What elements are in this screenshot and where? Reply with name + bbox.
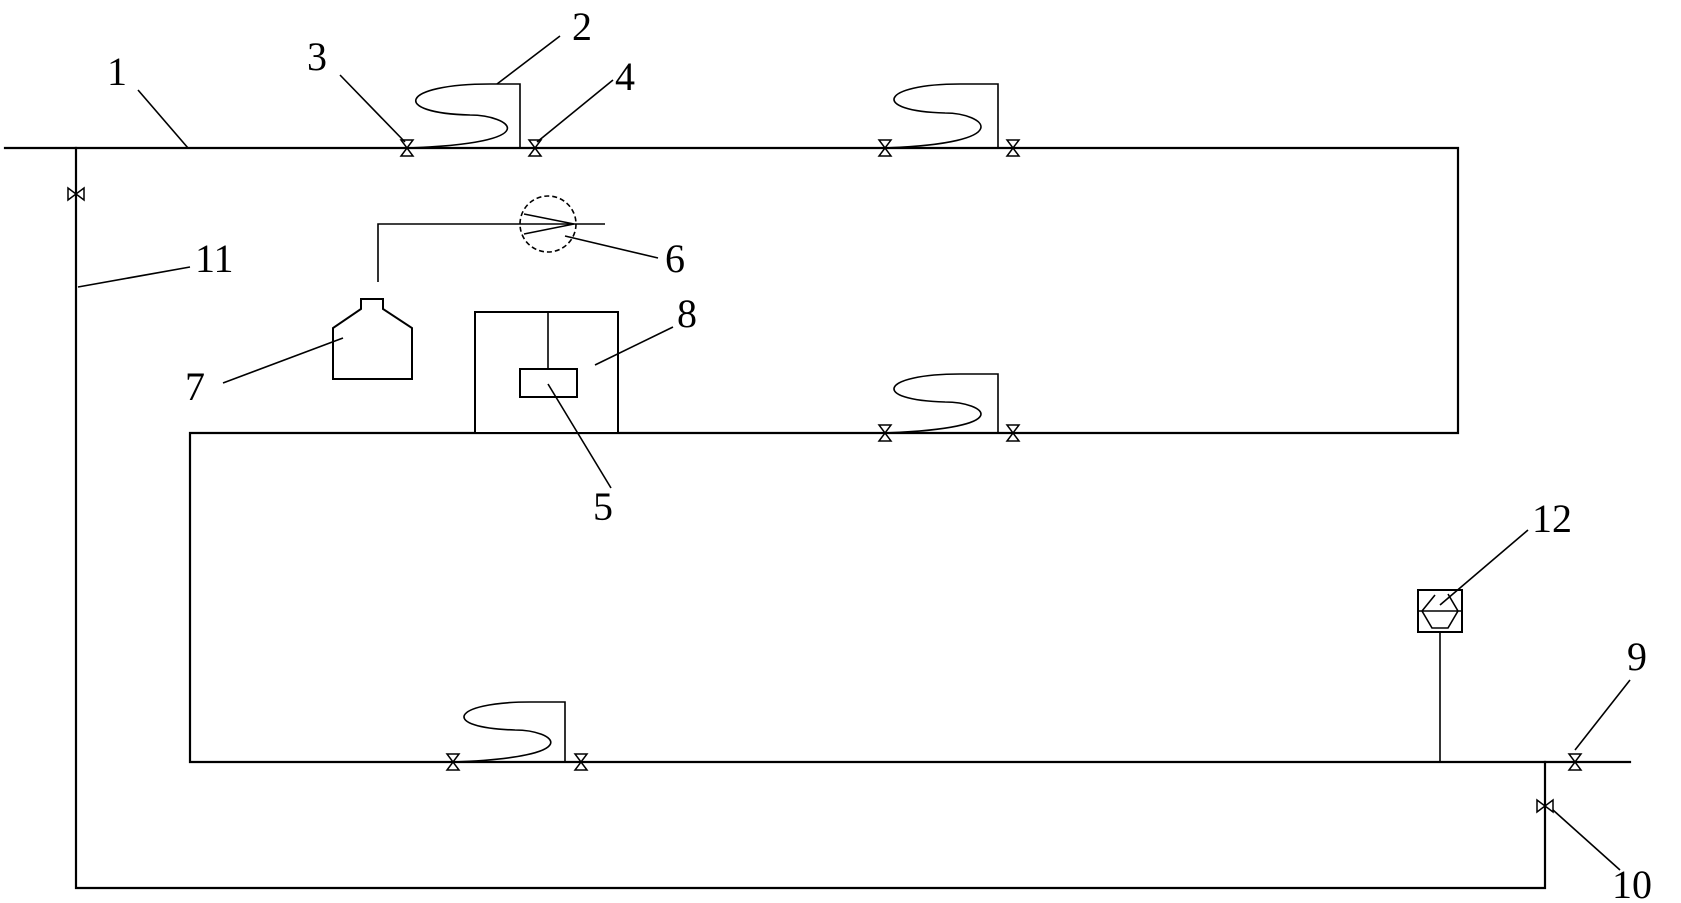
label-9: 9 — [1627, 634, 1647, 679]
label-11: 11 — [195, 236, 234, 281]
bypass-pipeline — [74, 146, 1547, 890]
tank — [332, 298, 413, 380]
sensor-icon — [519, 368, 578, 398]
label-3: 3 — [307, 34, 327, 79]
coil-tube-1 — [400, 83, 542, 157]
coil-icon — [452, 701, 566, 763]
coil-icon — [406, 83, 521, 149]
monitor-box — [474, 311, 619, 434]
coil-icon — [884, 83, 999, 149]
label-4: 4 — [615, 54, 635, 99]
label-2: 2 — [572, 4, 592, 49]
coil-tube-2 — [878, 83, 1020, 157]
label-7: 7 — [185, 364, 205, 409]
main-pipeline — [3, 146, 1632, 764]
label-8: 8 — [677, 291, 697, 336]
label-6: 6 — [665, 236, 685, 281]
heat-exchanger-icon — [519, 195, 577, 253]
heat-exchanger — [377, 195, 605, 282]
tank-icon — [332, 298, 413, 380]
leader-lines — [77, 35, 1631, 871]
coil-icon — [884, 373, 999, 434]
coil-tube-3 — [878, 373, 1020, 442]
labels: 1 2 3 4 5 6 7 8 9 10 11 12 — [107, 4, 1652, 903]
detector-12 — [1417, 589, 1463, 762]
coil-tube-4 — [446, 701, 588, 771]
label-5: 5 — [593, 484, 613, 529]
label-1: 1 — [107, 49, 127, 94]
label-12: 12 — [1532, 496, 1572, 541]
label-10: 10 — [1612, 862, 1652, 903]
